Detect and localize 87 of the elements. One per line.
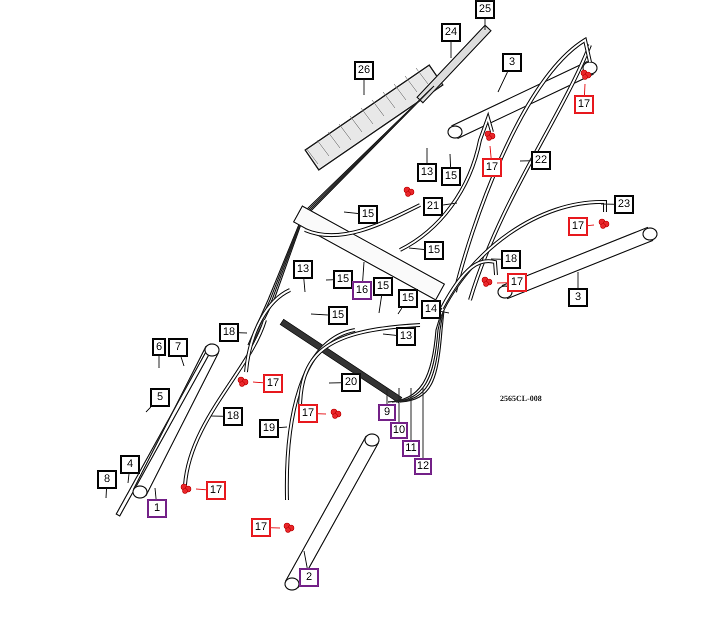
callout-number: 11 — [402, 440, 420, 457]
leader-line — [326, 279, 334, 280]
callout-number: 13 — [293, 260, 313, 279]
callout-number: 18 — [223, 407, 243, 426]
callout-number: 21 — [423, 197, 443, 216]
callout-number: 6 — [152, 338, 166, 356]
callout-number: 1 — [147, 499, 167, 518]
leader-line — [238, 332, 248, 334]
callout-number: 14 — [421, 300, 441, 319]
callout-number: 25 — [475, 0, 495, 19]
leader-line — [584, 84, 586, 96]
leader-line — [398, 388, 400, 422]
callout-number: 24 — [441, 23, 461, 42]
callout-number: 17 — [298, 404, 318, 423]
callout-number: 26 — [354, 61, 374, 80]
leader-line — [398, 308, 402, 314]
leader-line — [490, 258, 502, 260]
leader-line — [146, 406, 152, 412]
callout-number: 17 — [251, 518, 271, 537]
callout-number: 17 — [482, 158, 502, 177]
leader-line — [498, 72, 508, 92]
leader-line — [382, 334, 396, 336]
callout-number: 13 — [396, 327, 416, 346]
leader-line — [410, 388, 412, 440]
leader-line — [450, 154, 452, 168]
leader-line — [426, 148, 428, 164]
leader-line — [252, 382, 264, 384]
leader-line — [484, 18, 486, 30]
callout-number: 17 — [206, 481, 226, 500]
callout-number: 23 — [614, 195, 634, 214]
leader-line — [270, 527, 280, 528]
callout-number: 5 — [150, 388, 170, 407]
leader-line — [344, 212, 358, 214]
callout-number: 19 — [259, 419, 279, 438]
callout-number: 4 — [120, 455, 140, 474]
leader-line — [496, 282, 508, 284]
callout-number: 15 — [333, 270, 353, 289]
leader-line — [520, 160, 532, 162]
leader-line — [303, 278, 306, 292]
callout-number: 18 — [219, 323, 239, 342]
leader-line — [408, 248, 424, 250]
callout-number: 9 — [378, 404, 396, 421]
callout-number: 15 — [373, 277, 393, 296]
leader-line — [128, 474, 130, 484]
callout-number: 3 — [568, 288, 588, 307]
leader-line — [378, 296, 382, 314]
leader-line — [588, 224, 594, 226]
callout-number: 17 — [507, 273, 527, 292]
drawing-code: 2565CL-008 — [500, 394, 542, 403]
callout-number: 10 — [390, 422, 408, 439]
callout-number: 7 — [168, 338, 188, 357]
callout-number: 16 — [352, 281, 372, 300]
leader-line — [196, 488, 206, 490]
callout-number: 17 — [263, 374, 283, 393]
callout-number: 15 — [358, 205, 378, 224]
leader-line — [362, 262, 364, 282]
leader-line — [422, 388, 424, 458]
leader-line — [158, 356, 160, 368]
leader-line — [304, 550, 308, 568]
leader-line — [442, 202, 458, 206]
leader-line — [328, 382, 342, 384]
leader-line — [440, 310, 450, 314]
callout-number: 15 — [441, 167, 461, 186]
leader-line — [600, 204, 614, 205]
callout-number: 17 — [574, 95, 594, 114]
leader-line — [450, 42, 452, 58]
callout-number: 22 — [531, 151, 551, 170]
callout-number: 20 — [341, 373, 361, 392]
callout-number: 8 — [97, 470, 117, 489]
callout-number: 3 — [502, 53, 522, 72]
leader-line — [278, 426, 288, 428]
callout-number: 2 — [299, 568, 319, 587]
callout-number: 15 — [424, 241, 444, 260]
leader-line — [106, 488, 107, 498]
leader-line — [386, 388, 388, 404]
callout-number: 18 — [501, 250, 521, 269]
leader-line — [154, 488, 157, 500]
callout-number: 15 — [328, 306, 348, 325]
callout-number: 12 — [414, 458, 432, 475]
leader-line — [310, 314, 328, 316]
leader-line — [318, 413, 326, 414]
leader-line — [210, 416, 224, 417]
callout-number: 17 — [568, 217, 588, 236]
callout-number: 13 — [417, 163, 437, 182]
leader-line — [490, 146, 492, 158]
callout-number: 15 — [398, 289, 418, 308]
leader-line — [180, 356, 184, 366]
